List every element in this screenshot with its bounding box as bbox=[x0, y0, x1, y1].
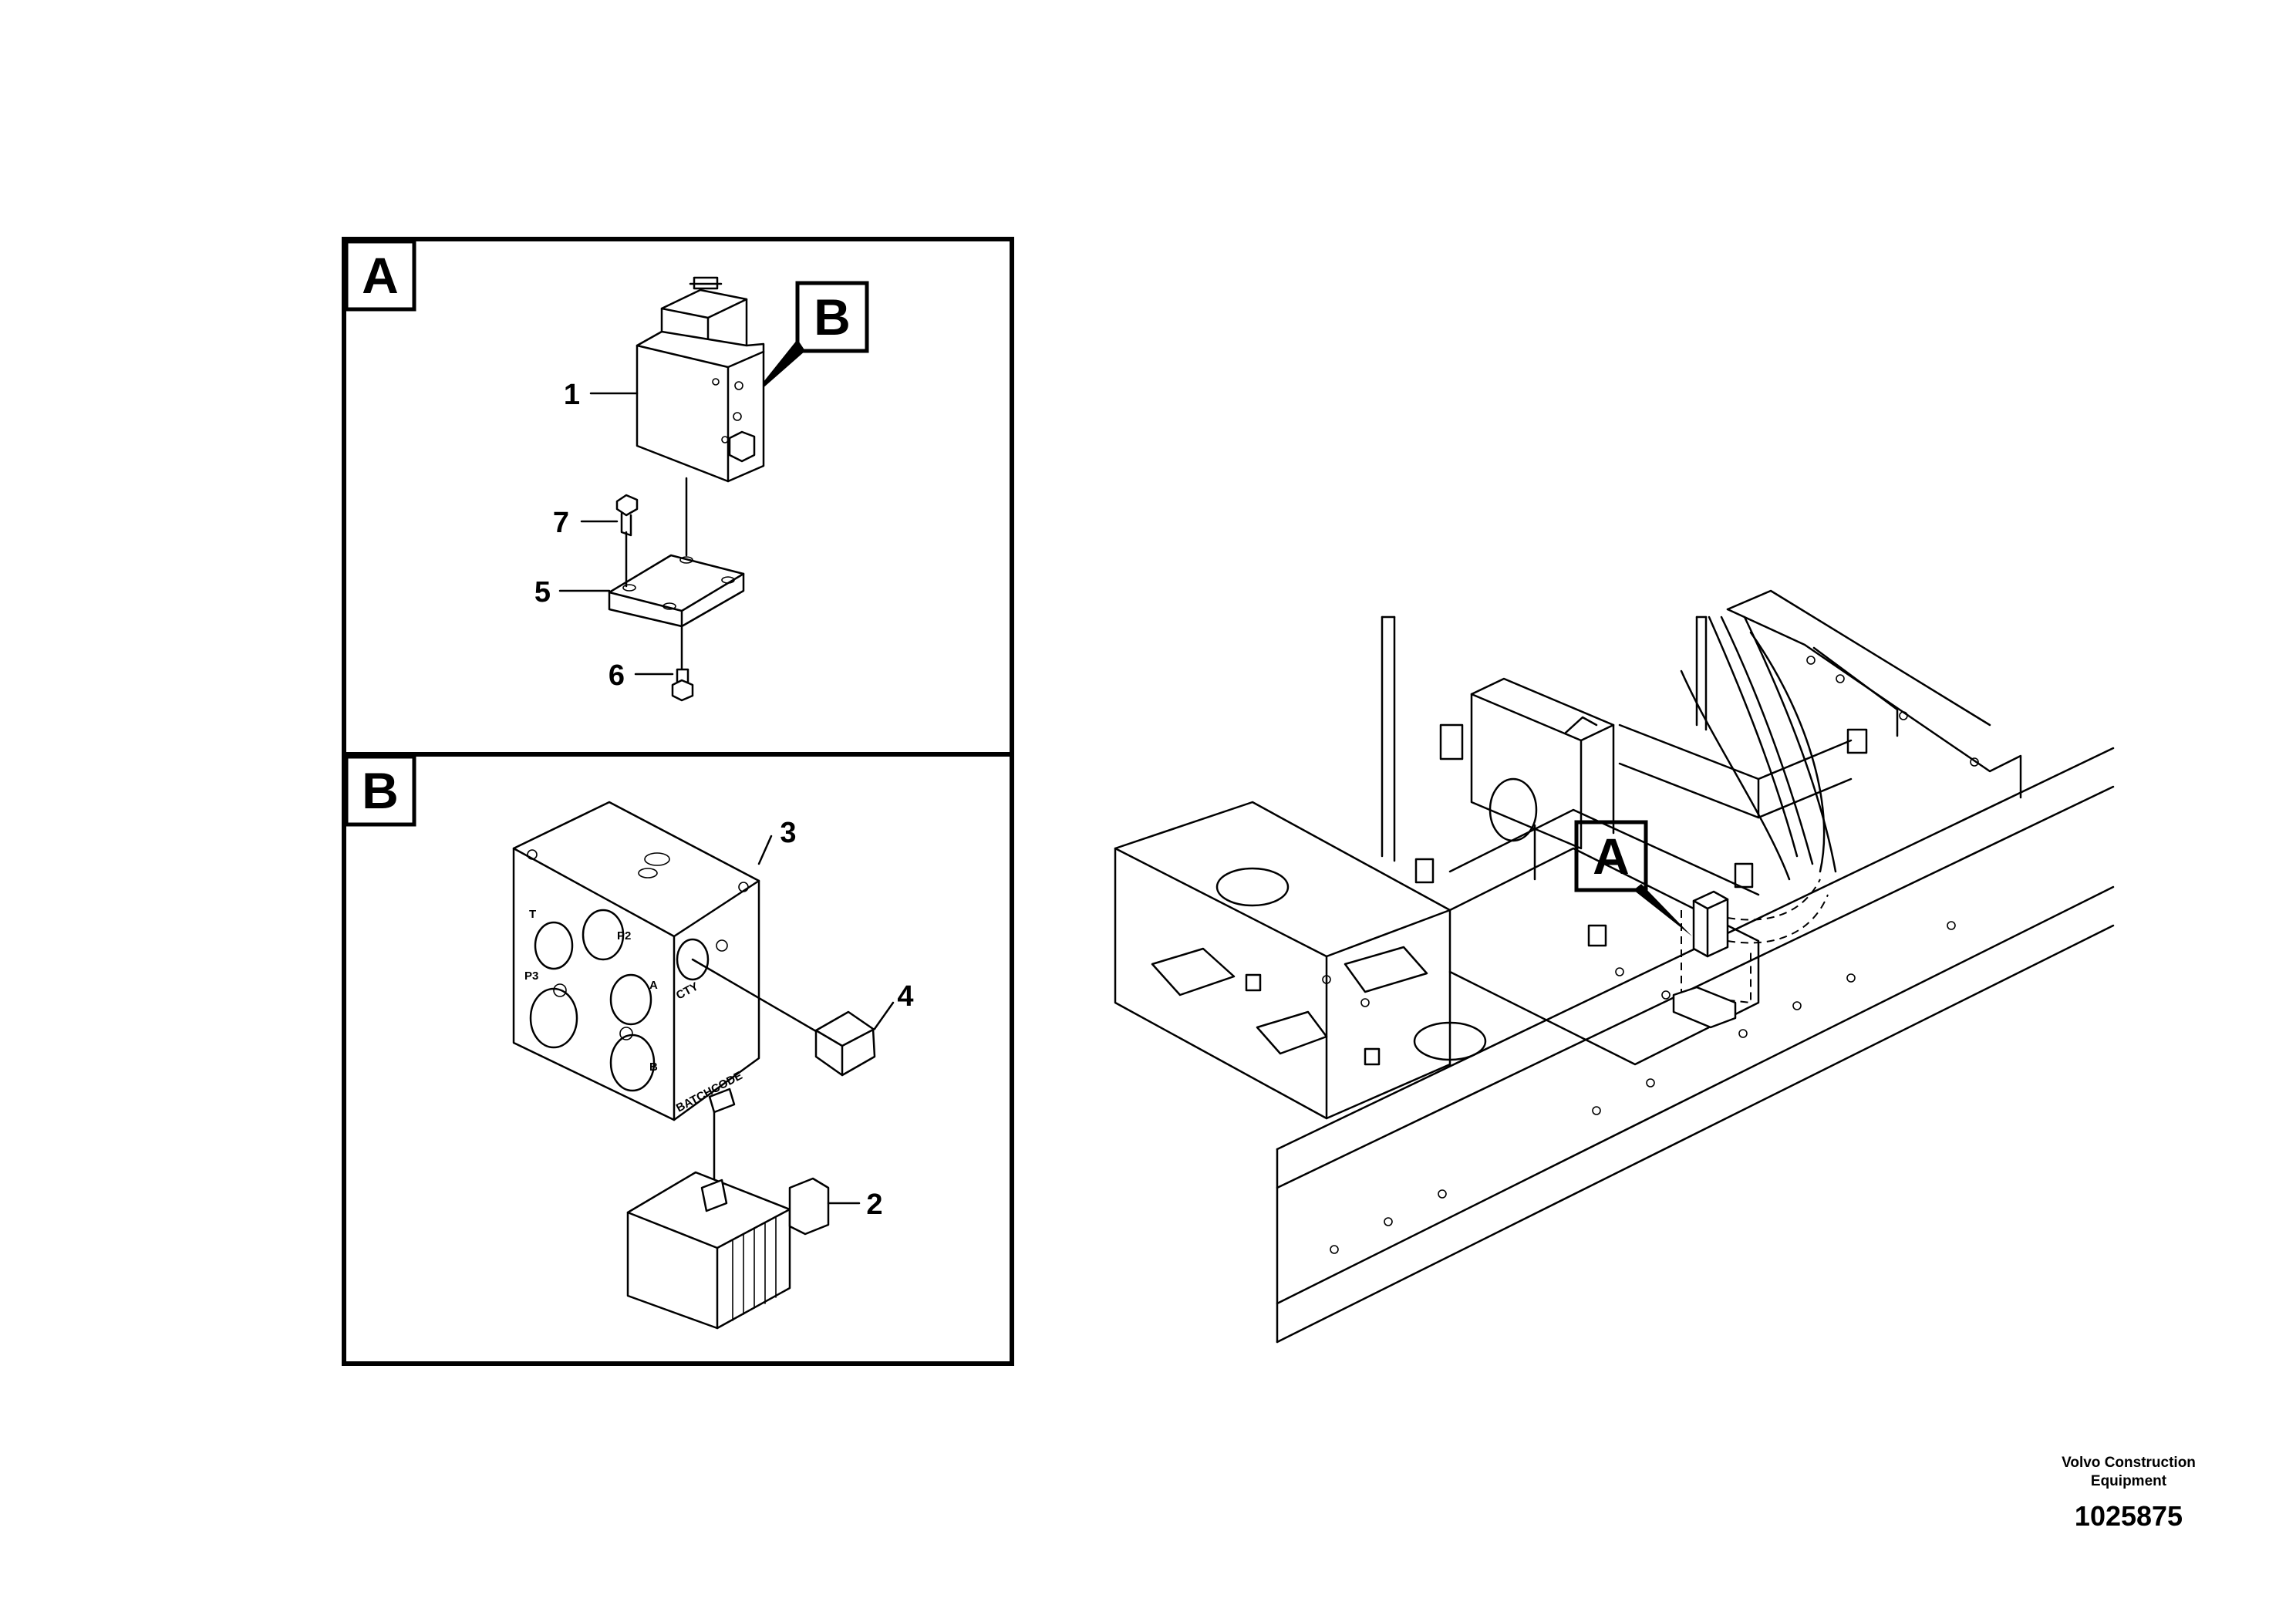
callout-5: 5 bbox=[534, 576, 551, 609]
section-a-panel: A B bbox=[342, 237, 1014, 757]
valve-assembly bbox=[636, 276, 765, 557]
footer-company: Volvo Construction Equipment bbox=[2005, 1454, 2252, 1491]
callout-1: 1 bbox=[564, 379, 580, 411]
mounting-plate bbox=[608, 554, 745, 628]
detail-b-reference: B bbox=[814, 288, 851, 346]
footer-company-line1: Volvo Construction bbox=[2062, 1455, 2196, 1471]
callout-7: 7 bbox=[553, 507, 569, 539]
port-p2-label: P2 bbox=[617, 929, 631, 943]
callout-3: 3 bbox=[780, 817, 796, 849]
footer-company-line2: Equipment bbox=[2090, 1473, 2167, 1489]
port-b-label: B bbox=[649, 1061, 658, 1074]
plug-item-4 bbox=[691, 958, 876, 1077]
callout-4: 4 bbox=[897, 980, 913, 1013]
machine-frame-overview: A bbox=[1114, 589, 2115, 1344]
overview-a-reference: A bbox=[1593, 828, 1630, 885]
section-a-letter: A bbox=[362, 247, 399, 304]
coil-item-2 bbox=[626, 1111, 830, 1330]
hydraulic-block: T P2 P3 A B CTY BATCHCODE bbox=[512, 801, 760, 1121]
section-b-panel: B T P2 P3 A B CTY bbox=[342, 752, 1014, 1366]
callout-2: 2 bbox=[866, 1189, 882, 1221]
callout-6: 6 bbox=[609, 659, 625, 692]
screw-item-6 bbox=[671, 625, 694, 702]
section-b-letter: B bbox=[362, 762, 399, 819]
port-p3-label: P3 bbox=[524, 969, 538, 983]
screw-item-7 bbox=[615, 494, 639, 588]
valve-location bbox=[1672, 878, 1829, 1029]
drawing-number: 1025875 bbox=[2074, 1500, 2183, 1532]
port-t-label: T bbox=[529, 908, 536, 921]
port-a-label: A bbox=[649, 979, 658, 992]
overview-a-pointer bbox=[1633, 884, 1692, 936]
